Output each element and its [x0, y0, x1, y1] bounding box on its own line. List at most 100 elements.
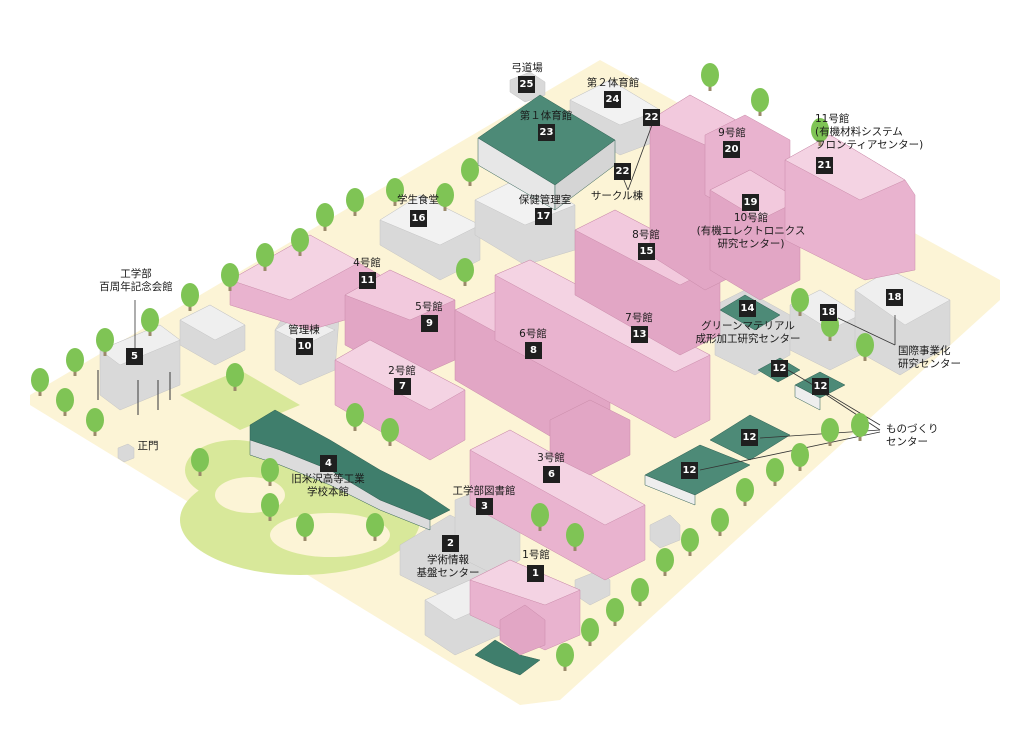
marker-24[interactable]: 24: [604, 91, 621, 108]
label-building-4: 旧米沢高等工業 学校本館: [291, 473, 365, 498]
marker-3[interactable]: 3: [476, 498, 493, 515]
tree-icon: [386, 178, 404, 206]
label-building-7: 2号館: [388, 365, 416, 377]
label-building-24: 第２体育館: [586, 77, 640, 89]
marker-4[interactable]: 4: [320, 455, 337, 472]
marker-21[interactable]: 21: [816, 157, 833, 174]
marker-9[interactable]: 9: [421, 315, 438, 332]
tree-icon: [381, 418, 399, 446]
label-building-2: 学術情報 基盤センター: [416, 554, 480, 579]
tree-icon: [566, 523, 584, 551]
tree-icon: [366, 513, 384, 541]
marker-14[interactable]: 14: [739, 300, 756, 317]
marker-18a[interactable]: 18: [820, 304, 837, 321]
marker-16[interactable]: 16: [410, 210, 427, 227]
tree-icon: [811, 118, 829, 146]
marker-22b[interactable]: 22: [614, 163, 631, 180]
tree-icon: [681, 528, 699, 556]
tree-icon: [821, 418, 839, 446]
tree-icon: [141, 308, 159, 336]
tree-icon: [226, 363, 244, 391]
marker-12b[interactable]: 12: [812, 378, 829, 395]
tree-icon: [96, 328, 114, 356]
tree-icon: [56, 388, 74, 416]
label-building-10: 管理棟: [288, 324, 320, 336]
tree-icon: [346, 188, 364, 216]
tree-icon: [261, 493, 279, 521]
tree-icon: [606, 598, 624, 626]
label-building-6: 3号館: [537, 452, 565, 464]
tree-icon: [631, 578, 649, 606]
marker-25[interactable]: 25: [518, 76, 535, 93]
marker-11[interactable]: 11: [359, 272, 376, 289]
tree-icon: [256, 243, 274, 271]
label-building-19: 10号館 (有機エレクトロニクス 研究センター): [696, 212, 806, 250]
marker-13[interactable]: 13: [631, 326, 648, 343]
label-building-25: 弓道場: [511, 62, 543, 74]
tree-icon: [791, 443, 809, 471]
marker-1[interactable]: 1: [527, 565, 544, 582]
label-building-15: 8号館: [632, 229, 660, 241]
tree-icon: [66, 348, 84, 376]
marker-5[interactable]: 5: [126, 348, 143, 365]
tree-icon: [456, 258, 474, 286]
label-building-1: 1号館: [522, 549, 550, 561]
tree-icon: [581, 618, 599, 646]
marker-20[interactable]: 20: [723, 141, 740, 158]
tree-icon: [221, 263, 239, 291]
label-building-20: 9号館: [718, 127, 746, 139]
label-building-22: サークル棟: [590, 190, 644, 202]
tree-icon: [656, 548, 674, 576]
marker-2[interactable]: 2: [442, 535, 459, 552]
tree-icon: [791, 288, 809, 316]
marker-6[interactable]: 6: [543, 466, 560, 483]
tree-icon: [291, 228, 309, 256]
marker-23[interactable]: 23: [538, 124, 555, 141]
tree-icon: [316, 203, 334, 231]
tree-icon: [436, 183, 454, 211]
tree-icon: [181, 283, 199, 311]
marker-19[interactable]: 19: [742, 194, 759, 211]
marker-12a[interactable]: 12: [771, 360, 788, 377]
tree-icon: [751, 88, 769, 116]
tree-icon: [531, 503, 549, 531]
label-building-21: 11号館 (有機材料システム フロンティアセンター): [815, 113, 924, 151]
tree-icon: [556, 643, 574, 671]
label-building-23: 第１体育館: [519, 110, 573, 122]
marker-12d[interactable]: 12: [681, 462, 698, 479]
label-building-14: グリーンマテリアル 成形加工研究センター: [695, 320, 801, 345]
label-building-16: 学生食堂: [397, 194, 439, 206]
label-main-gate: 正門: [137, 440, 159, 452]
tree-icon: [86, 408, 104, 436]
marker-18b[interactable]: 18: [886, 289, 903, 306]
tree-icon: [461, 158, 479, 186]
tree-icon: [736, 478, 754, 506]
trees: [31, 63, 874, 671]
tree-icon: [346, 403, 364, 431]
label-building-9: 5号館: [415, 301, 443, 313]
tree-icon: [261, 458, 279, 486]
tree-icon: [711, 508, 729, 536]
gate-posts: [97, 370, 171, 415]
label-building-11: 4号館: [353, 257, 381, 269]
label-building-5: 工学部 百周年記念会館: [99, 268, 173, 293]
label-building-18: 国際事業化 研究センター: [898, 345, 961, 370]
marker-8[interactable]: 8: [525, 342, 542, 359]
tree-icon: [856, 333, 874, 361]
label-building-8: 6号館: [519, 328, 547, 340]
marker-7[interactable]: 7: [394, 378, 411, 395]
marker-12c[interactable]: 12: [741, 429, 758, 446]
label-building-12: ものづくり センター: [886, 423, 939, 448]
tree-icon: [851, 413, 869, 441]
tree-icon: [766, 458, 784, 486]
label-building-17: 保健管理室: [518, 194, 572, 206]
tree-icon: [191, 448, 209, 476]
marker-10[interactable]: 10: [296, 338, 313, 355]
tree-icon: [31, 368, 49, 396]
marker-22a[interactable]: 22: [643, 109, 660, 126]
label-building-3: 工学部図書館: [452, 485, 516, 497]
tree-icon: [701, 63, 719, 91]
marker-15[interactable]: 15: [638, 243, 655, 260]
marker-17[interactable]: 17: [535, 208, 552, 225]
tree-icon: [296, 513, 314, 541]
